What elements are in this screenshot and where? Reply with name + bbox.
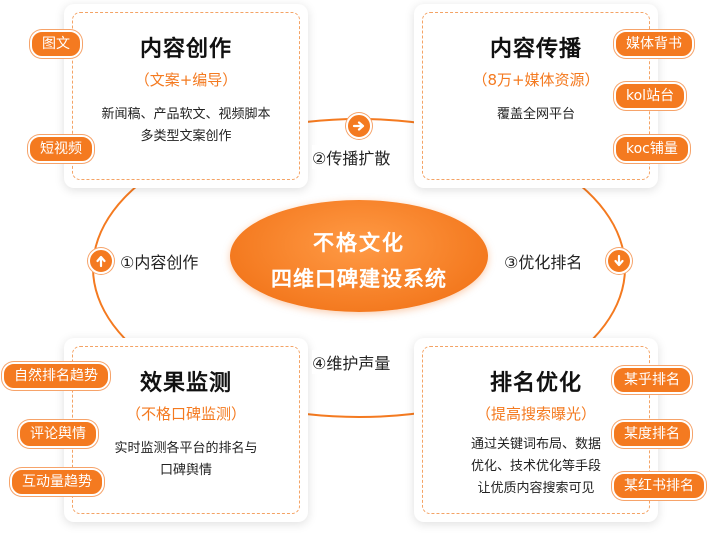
card-dashed-frame: 排名优化 （提高搜索曝光） 通过关键词布局、数据 优化、技术优化等手段 让优质内… <box>422 346 650 514</box>
card-title: 内容创作 <box>139 37 232 62</box>
desc-line: 覆盖全网平台 <box>496 107 575 122</box>
tag-kol: kol站台 <box>614 82 687 110</box>
center-title-line1: 不格文化 <box>313 231 405 255</box>
card-title: 内容传播 <box>489 37 582 62</box>
tag-zhihu-ranking: 某乎排名 <box>612 366 692 394</box>
tag-graphic-text: 图文 <box>30 30 82 58</box>
tag-media-endorsement: 媒体背书 <box>614 30 694 58</box>
card-subtitle: （文案+编导） <box>134 71 238 89</box>
tag-comment-sentiment: 评论舆情 <box>18 420 98 448</box>
desc-line: 通过关键词布局、数据 <box>470 437 601 452</box>
card-description: 实时监测各平台的排名与 口碑舆情 <box>73 438 299 482</box>
card-description: 覆盖全网平台 <box>423 104 649 126</box>
card-content-creation: 内容创作 （文案+编导） 新闻稿、产品软文、视频脚本 多类型文案创作 <box>64 4 308 188</box>
card-description: 新闻稿、产品软文、视频脚本 多类型文案创作 <box>73 104 299 148</box>
tag-natural-ranking: 自然排名趋势 <box>2 362 110 390</box>
desc-line: 新闻稿、产品软文、视频脚本 <box>101 107 271 122</box>
desc-line: 实时监测各平台的排名与 <box>114 441 258 456</box>
step-label-1: ①内容创作 <box>120 249 199 273</box>
arrow-down-icon <box>606 248 632 274</box>
tag-koc: koc铺量 <box>614 135 690 163</box>
center-title-line2: 四维口碑建设系统 <box>271 267 447 291</box>
card-description: 通过关键词布局、数据 优化、技术优化等手段 让优质内容搜索可见 <box>423 434 649 500</box>
tag-interaction-trend: 互动量趋势 <box>10 468 104 496</box>
desc-line: 优化、技术优化等手段 <box>470 459 601 474</box>
card-dashed-frame: 效果监测 （不格口碑监测） 实时监测各平台的排名与 口碑舆情 <box>72 346 300 514</box>
step-label-4: ④维护声量 <box>312 350 391 374</box>
desc-line: 让优质内容搜索可见 <box>477 481 595 496</box>
desc-line: 口碑舆情 <box>159 463 212 478</box>
tag-baidu-ranking: 某度排名 <box>612 420 692 448</box>
card-subtitle: （提高搜索曝光） <box>475 405 596 423</box>
card-subtitle: （不格口碑监测） <box>125 405 246 423</box>
card-dashed-frame: 内容创作 （文案+编导） 新闻稿、产品软文、视频脚本 多类型文案创作 <box>72 12 300 180</box>
arrow-right-icon <box>346 113 372 139</box>
arrow-up-icon <box>88 248 114 274</box>
tag-xiaohongshu-ranking: 某红书排名 <box>612 472 706 500</box>
card-subtitle: （8万+媒体资源） <box>472 71 600 89</box>
card-title: 排名优化 <box>489 371 582 396</box>
card-dashed-frame: 内容传播 （8万+媒体资源） 覆盖全网平台 <box>422 12 650 180</box>
desc-line: 多类型文案创作 <box>140 129 232 144</box>
tag-short-video: 短视频 <box>28 135 94 163</box>
step-label-2: ②传播扩散 <box>312 145 391 169</box>
step-label-3: ③优化排名 <box>504 249 583 273</box>
center-system-oval: 不格文化 四维口碑建设系统 <box>230 200 488 312</box>
card-title: 效果监测 <box>139 371 232 396</box>
